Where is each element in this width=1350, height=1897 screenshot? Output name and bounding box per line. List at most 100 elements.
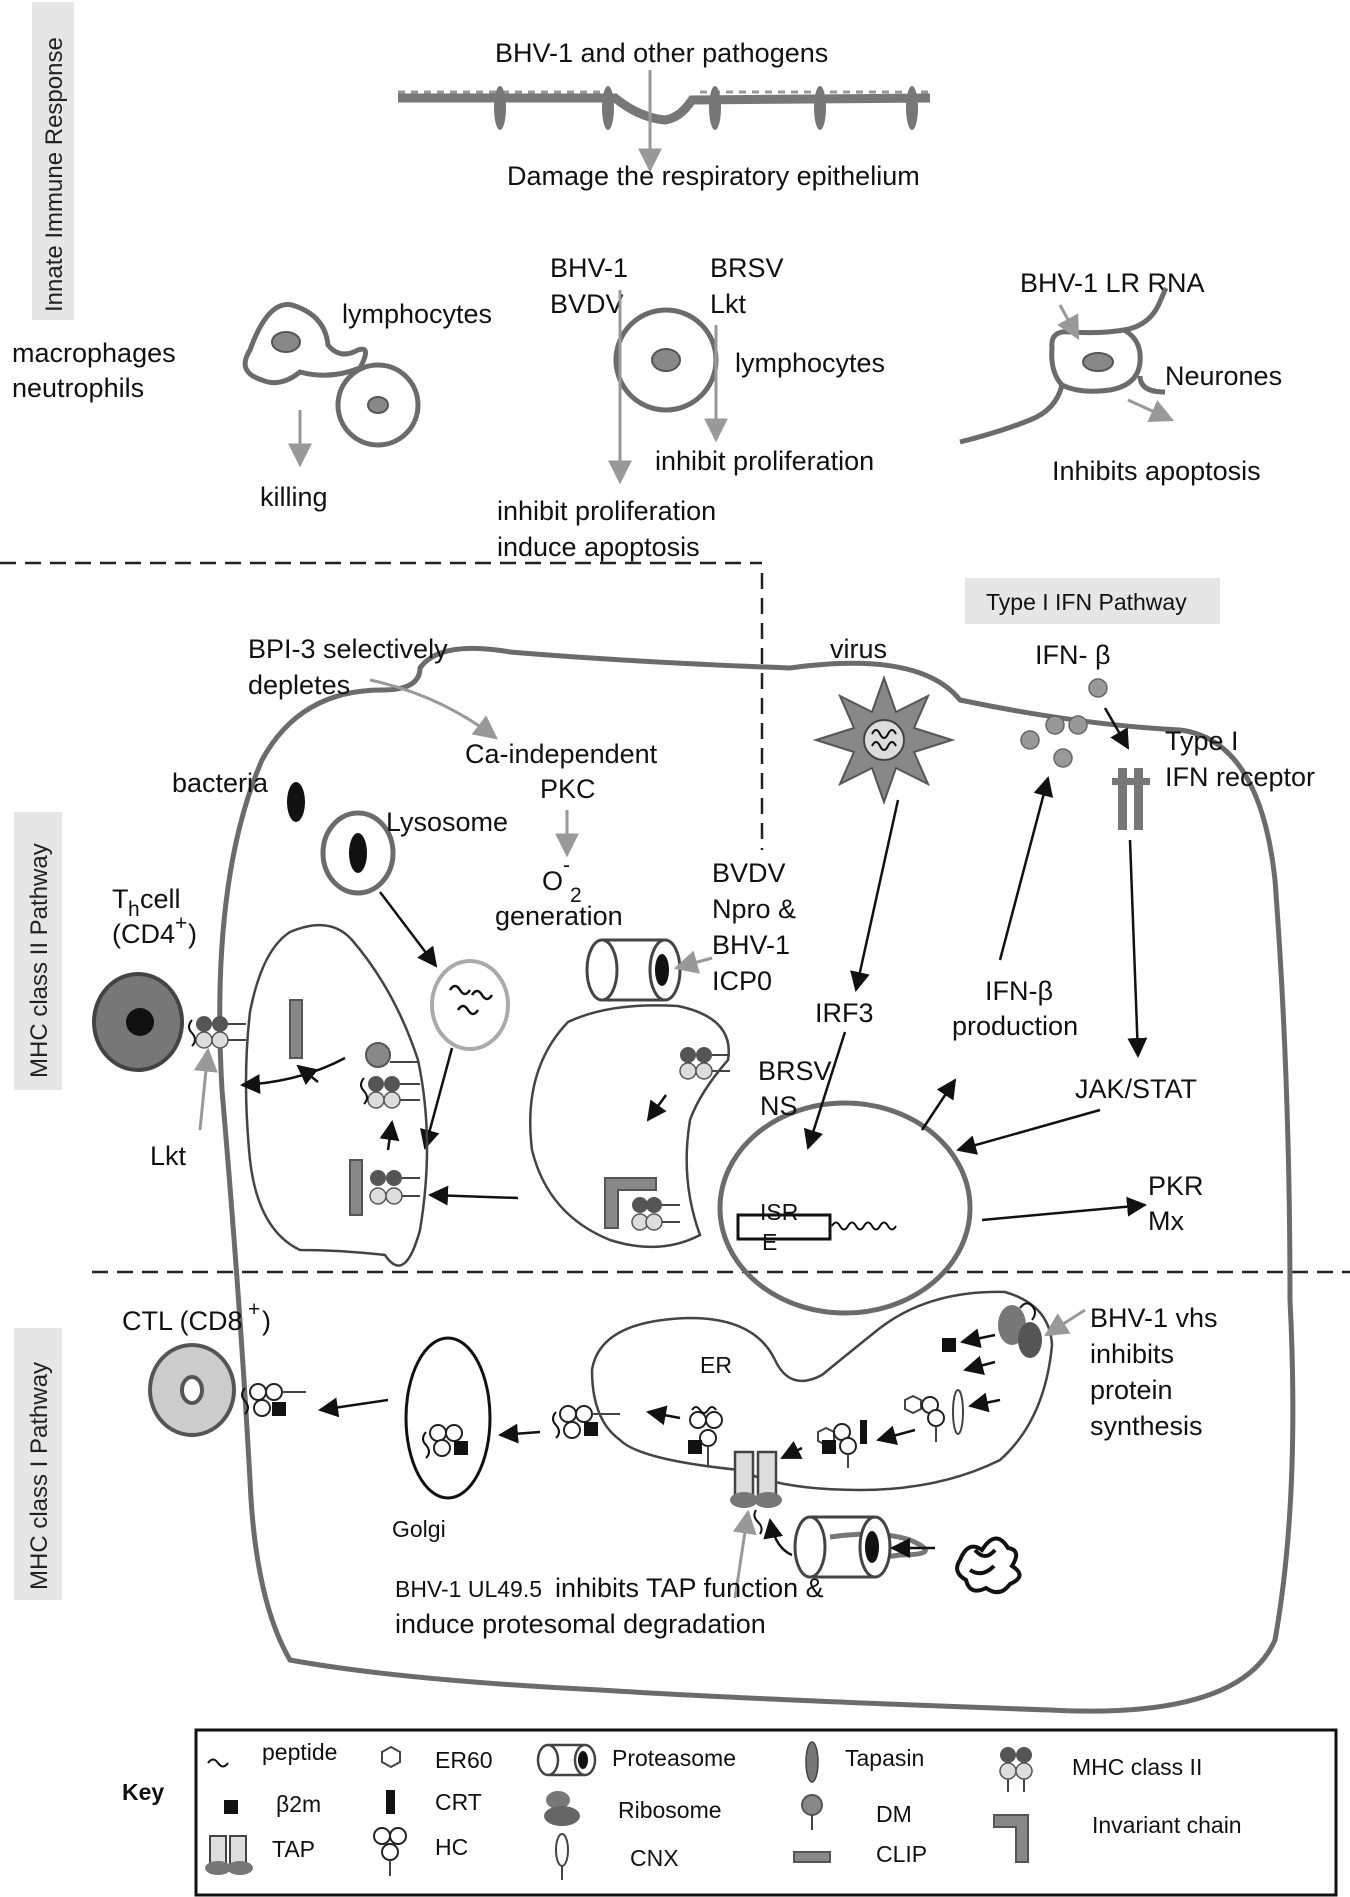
- svg-text:+: +: [248, 1298, 260, 1321]
- induce-apoptosis-label: induce apoptosis: [497, 532, 700, 562]
- svg-text:E: E: [762, 1229, 777, 1255]
- svg-text:CRT: CRT: [435, 1789, 482, 1815]
- bhv1-label: BHV-1: [550, 253, 628, 283]
- side-label-mhc1: MHC class I Pathway: [14, 1328, 62, 1600]
- ifnb-production-2: production: [952, 1011, 1078, 1041]
- key-ribosome: Ribosome: [544, 1791, 722, 1826]
- svg-text:Invariant chain: Invariant chain: [1092, 1812, 1242, 1838]
- synthesis-to-cnx-arrow: [968, 1392, 1001, 1413]
- bvdv-npro-1: BVDV: [712, 858, 786, 888]
- key-er60: ER60: [381, 1745, 493, 1773]
- key-title: Key: [122, 1779, 164, 1805]
- npro-arrow: [673, 950, 713, 974]
- lysosome-arrow: [379, 891, 438, 968]
- ifn-beta-label: IFN- β: [1035, 640, 1111, 670]
- key-cnx: CNX: [555, 1833, 679, 1880]
- lymphocytes-label-center: lymphocytes: [735, 348, 885, 378]
- svg-text:MHC class II Pathway: MHC class II Pathway: [26, 843, 53, 1078]
- svg-text:BHV-1 UL49.5: BHV-1 UL49.5: [395, 1576, 542, 1602]
- loading-to-tap-arrow: [780, 1441, 803, 1460]
- receptor-label-2: IFN receptor: [1165, 762, 1315, 792]
- svg-text:Type I IFN Pathway: Type I IFN Pathway: [986, 589, 1187, 615]
- vhs-label-2: inhibits: [1090, 1339, 1174, 1369]
- ctl-cell: [148, 1343, 236, 1437]
- key-invariant-chain: Invariant chain: [993, 1812, 1242, 1863]
- brsv-ns-label-2: NS: [760, 1091, 798, 1121]
- key-clip: CLIP: [793, 1841, 927, 1867]
- svg-text:Innate Immune Response: Innate Immune Response: [41, 37, 68, 312]
- nucleus-to-pkr-arrow: [981, 1196, 1147, 1222]
- neurones-label: Neurones: [1165, 361, 1282, 391]
- ifnb-secretion-arrow: [998, 776, 1054, 961]
- mhc2-complex-golgi: [679, 1047, 730, 1080]
- irf3-label: IRF3: [815, 998, 874, 1028]
- mx-label: Mx: [1148, 1206, 1184, 1236]
- irf3-to-nucleus-arrow: [803, 1031, 847, 1150]
- golgi-inner-arrow: [646, 1094, 668, 1122]
- lymphocytes-label-left: lymphocytes: [342, 299, 492, 329]
- lysosome: [320, 810, 396, 896]
- lkt-arrow: [193, 1047, 218, 1131]
- ctl-label: CTL (CD8 + ): [122, 1298, 271, 1336]
- tap-transporter-er: [730, 1450, 782, 1535]
- svg-text:ER60: ER60: [435, 1747, 493, 1773]
- endoplasmic-reticulum: [590, 1290, 1054, 1492]
- svg-text:): ): [188, 919, 197, 949]
- er-label: ER: [700, 1352, 732, 1378]
- key-hc: HC: [373, 1827, 468, 1876]
- svg-text:HC: HC: [435, 1834, 468, 1860]
- type1-ifn-receptor: [1112, 768, 1150, 830]
- key-dm: DM: [801, 1794, 912, 1830]
- mhc2-to-surface-arrow: [240, 1056, 346, 1095]
- vesicle-to-compartment-arrow: [420, 1047, 454, 1150]
- ul49-label: BHV-1 UL49.5 inhibits TAP function & ind…: [395, 1573, 824, 1639]
- svg-text:Ribosome: Ribosome: [618, 1797, 722, 1823]
- th-cell-label: T h cell (CD4 + ): [112, 884, 197, 949]
- loading-complex-calnexin: [817, 1420, 867, 1468]
- proteasome-lower: [793, 1515, 892, 1579]
- respiratory-epithelium: [398, 86, 931, 130]
- ca-pkc-label-1: Ca-independent: [465, 739, 658, 769]
- miic-compartment: [244, 923, 429, 1267]
- endosome-vesicle: [430, 959, 510, 1051]
- clip-fragment: [289, 999, 303, 1059]
- hc-er60-cnx-complex: [904, 1389, 964, 1442]
- lkt-label-innate: Lkt: [710, 289, 747, 319]
- jakstat-to-nucleus-arrow: [956, 1108, 1101, 1155]
- svg-text:peptide: peptide: [262, 1739, 337, 1765]
- virus-label: virus: [830, 634, 887, 664]
- key-mhc2: MHC class II: [999, 1747, 1202, 1792]
- virus-to-irf3-arrow: [850, 799, 900, 992]
- loading-arrow: [379, 1120, 400, 1151]
- dm-molecule: [365, 1042, 418, 1068]
- svg-text:MHC class I Pathway: MHC class I Pathway: [26, 1362, 53, 1590]
- key-b2m: β2m: [224, 1791, 321, 1817]
- bacterium: [287, 782, 305, 822]
- svg-text:T: T: [112, 884, 129, 914]
- ifn-beta-molecules: [1020, 678, 1108, 768]
- nucleus: [717, 1100, 973, 1316]
- svg-text:ISR: ISR: [760, 1199, 798, 1225]
- lr-rna-label: BHV-1 LR RNA: [1020, 268, 1205, 298]
- svg-text:induce protesomal degradation: induce protesomal degradation: [395, 1609, 766, 1639]
- bpi3-label-2: depletes: [248, 670, 350, 700]
- ifn-to-receptor-arrow: [1103, 707, 1130, 750]
- vhs-label-1: BHV-1 vhs: [1090, 1303, 1218, 1333]
- svg-text:+: +: [175, 912, 187, 935]
- golgi-to-miic-arrow: [428, 1185, 519, 1206]
- proteasome-upper: [585, 938, 682, 1002]
- th-cell: [92, 972, 184, 1072]
- neuron-cell: [959, 286, 1169, 445]
- bacteria-label: bacteria: [172, 768, 269, 798]
- pkr-label: PKR: [1148, 1171, 1204, 1201]
- b2m-free: [942, 1338, 956, 1352]
- er-to-golgi-arrow: [498, 1423, 541, 1444]
- inhibits-apoptosis-label: Inhibits apoptosis: [1052, 456, 1261, 486]
- inhibit-proliferation-right: inhibit proliferation: [655, 446, 874, 476]
- key-tap: TAP: [205, 1835, 315, 1875]
- lymphocyte-left: [335, 362, 421, 448]
- o2-generation-label: O - 2 generation: [495, 854, 623, 931]
- brsv-ns-label-1: BRSV: [758, 1056, 832, 1086]
- ul49-arrow: [732, 1509, 757, 1599]
